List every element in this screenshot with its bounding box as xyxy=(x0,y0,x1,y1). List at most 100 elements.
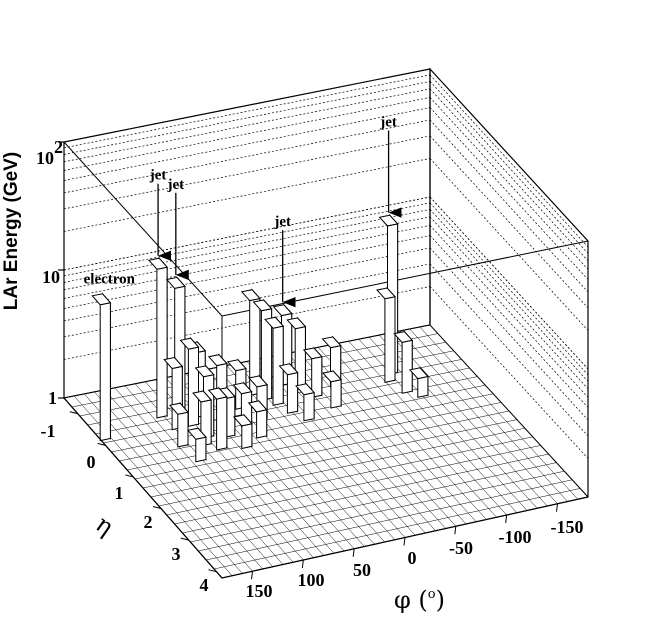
floor-front-edge xyxy=(63,397,589,579)
y-axis-label: LAr Energy (GeV) xyxy=(1,152,22,310)
tower-top xyxy=(378,214,399,227)
grid-line xyxy=(429,263,589,437)
phi-tick xyxy=(301,559,304,569)
eta-tick xyxy=(180,537,189,541)
tower-top xyxy=(240,289,261,302)
tower-top xyxy=(295,383,316,396)
phi-tick xyxy=(251,571,253,580)
tower-front xyxy=(417,375,429,398)
z-tick-exponent: 2 xyxy=(54,137,63,157)
grid-line xyxy=(429,135,589,309)
tower-front xyxy=(330,379,342,409)
grid-line xyxy=(429,74,589,248)
tower xyxy=(278,362,299,414)
grid-line xyxy=(63,202,431,277)
tower-top xyxy=(226,359,247,372)
floor-grid-line xyxy=(119,384,486,462)
tower xyxy=(264,315,285,406)
tower-top xyxy=(376,287,396,300)
phi-tick xyxy=(505,514,508,524)
tower-top xyxy=(321,336,342,349)
eta-tick-label: 4 xyxy=(200,575,209,595)
phi-tick xyxy=(454,526,457,535)
tower-top xyxy=(207,387,228,400)
floor-grid-line xyxy=(135,402,502,480)
tower-top xyxy=(194,365,215,378)
tower-top xyxy=(393,331,414,343)
grid-line xyxy=(429,119,589,293)
eta-tick xyxy=(125,474,134,478)
front-edges xyxy=(63,397,589,580)
phi-tick-label: 50 xyxy=(353,560,371,580)
phi-tick xyxy=(352,548,355,557)
floor-grid-line xyxy=(111,376,478,453)
floor-grid-line xyxy=(158,427,525,507)
tower-top xyxy=(247,400,268,413)
phi-axis-label-degree: o xyxy=(428,587,436,602)
tower-top xyxy=(232,382,253,395)
phi-axis-label-main: φ ( xyxy=(394,586,428,614)
tower-top xyxy=(252,299,273,312)
tower-front xyxy=(256,409,268,439)
grid-line xyxy=(63,81,431,155)
grid-line xyxy=(63,74,431,149)
tower-front xyxy=(401,339,413,394)
tower-top xyxy=(322,370,343,383)
phi-tick-label: 100 xyxy=(298,570,325,590)
tower xyxy=(408,366,429,398)
eta-tick xyxy=(97,442,106,446)
tower-top xyxy=(232,414,253,427)
eta-tick xyxy=(152,506,162,510)
annotation-label: jet xyxy=(273,214,291,230)
grid-line xyxy=(429,158,589,331)
tower-top xyxy=(192,390,213,403)
tower xyxy=(322,369,343,409)
phi-tick xyxy=(556,503,558,512)
tower-front xyxy=(156,266,168,419)
floor-grid-line xyxy=(214,488,581,570)
tower xyxy=(376,286,396,384)
floor-grid-line xyxy=(174,445,541,525)
eta-tick-label: -1 xyxy=(41,421,56,441)
tower-front xyxy=(99,302,111,442)
tower xyxy=(207,386,228,451)
grid-line xyxy=(429,286,589,459)
tower xyxy=(148,256,169,419)
floor-grid-line xyxy=(127,393,494,471)
tower-top xyxy=(148,257,169,270)
grid-line xyxy=(429,225,589,398)
tower-top xyxy=(91,293,112,306)
tower-top xyxy=(168,402,189,415)
grid-line xyxy=(63,135,431,210)
eta-tick-label: 3 xyxy=(172,544,181,564)
grid-line xyxy=(429,107,589,280)
floor-grid-line xyxy=(166,436,533,516)
tower-front xyxy=(286,371,299,414)
floor-grid-line xyxy=(142,410,510,489)
phi-axis-label-close: ) xyxy=(436,586,445,614)
tower-top xyxy=(165,276,186,289)
eta-axis-label: η xyxy=(91,510,119,541)
grid-line xyxy=(429,88,589,262)
grid-line xyxy=(63,225,431,299)
eta-tick xyxy=(69,411,78,415)
tower-top xyxy=(179,337,200,350)
grid-line xyxy=(429,216,589,390)
tower-front xyxy=(195,436,207,463)
floor-grid-line xyxy=(190,462,557,543)
phi-tick-label: 0 xyxy=(408,548,417,568)
tower-front xyxy=(384,296,396,384)
tower-top xyxy=(278,363,299,376)
z-tick-label: 10 xyxy=(42,267,60,287)
tower-top xyxy=(264,316,285,329)
grid-line xyxy=(429,235,589,408)
eta-tick-label: 1 xyxy=(115,483,124,503)
tower-front xyxy=(177,411,189,448)
floor-grid-line xyxy=(63,324,431,399)
tower-top xyxy=(163,356,184,370)
phi-tick-label: -100 xyxy=(499,527,532,547)
tower-top xyxy=(186,427,207,440)
grid-line xyxy=(429,196,589,370)
